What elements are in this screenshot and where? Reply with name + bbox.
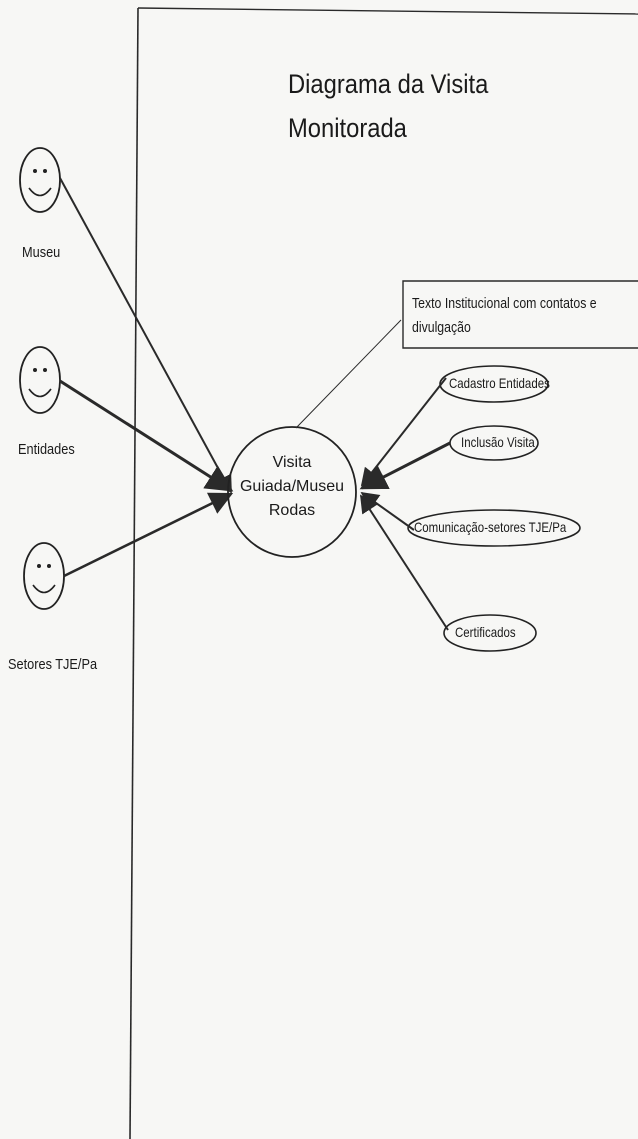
frame-left-border [129, 7, 139, 1139]
smiley-actor-icon [23, 542, 65, 610]
use-case-label-inclusao: Inclusão Visita [461, 434, 535, 450]
institutional-note: Texto Institucional com contatos e divul… [412, 292, 597, 340]
note-connector [295, 319, 402, 429]
use-case-label-certificados: Certificados [455, 624, 516, 640]
center-line-3: Rodas [268, 502, 316, 519]
actor-label-museu: Museu [22, 244, 61, 261]
title-line-2: Monitorada [288, 113, 407, 143]
note-box [402, 280, 638, 349]
center-use-case-ellipse [227, 426, 357, 558]
center-use-case-label: Visita Guiada/Museu Rodas [228, 451, 356, 523]
arrow-museu-to-visita [59, 177, 232, 494]
arrow-comunicacao-to-visita [360, 491, 415, 531]
use-case-label-comunicacao: Comunicação-setores TJE/Pa [414, 519, 567, 535]
note-line-2: divulgação [412, 319, 471, 336]
use-case-cadastro-ellipse [439, 365, 549, 403]
center-line-1: Visita [272, 454, 312, 471]
arrow-entidades-to-visita [59, 379, 234, 492]
use-case-label-cadastro: Cadastro Entidades [449, 375, 550, 391]
arrow-certificados-to-visita [360, 494, 449, 631]
title-line-1: Diagrama da Visita [288, 69, 489, 99]
arrow-cadastro-to-visita [360, 377, 447, 487]
actor-label-setores: Setores TJE/Pa [8, 656, 98, 673]
actor-label-entidades: Entidades [18, 441, 75, 458]
center-line-2: Guiada/Museu [239, 478, 345, 495]
use-case-comunicacao-ellipse [407, 509, 581, 547]
frame-top-border [137, 7, 638, 15]
arrow-setores-to-visita [63, 492, 234, 578]
smiley-actor-icon [19, 147, 61, 213]
smiley-actor-icon [19, 346, 61, 414]
diagram-title: Diagrama da Visita Monitorada [288, 62, 488, 150]
note-line-1: Texto Institucional com contatos e [412, 295, 597, 312]
use-case-certificados-ellipse [443, 614, 537, 652]
arrow-inclusao-to-visita [359, 441, 451, 490]
